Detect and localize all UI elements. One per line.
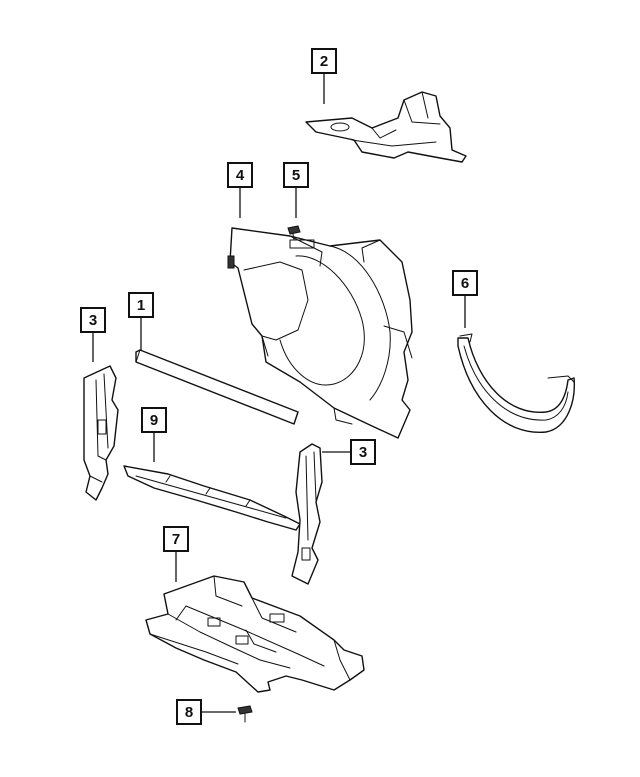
callout-4[interactable]: 4	[227, 162, 253, 188]
part-1-seal-strip	[135, 349, 299, 425]
part-8-push-pin	[237, 705, 253, 723]
callout-6[interactable]: 6	[452, 270, 478, 296]
callout-3-right[interactable]: 3	[350, 439, 376, 465]
leader-lines	[92, 74, 466, 713]
part-5-push-clip	[287, 225, 301, 241]
part-3-right-side-seal	[291, 443, 323, 585]
callout-2[interactable]: 2	[311, 48, 337, 74]
part-4-fan-shroud	[227, 227, 413, 439]
part-6-shroud-ring	[457, 333, 575, 433]
part-9-lower-baffle	[123, 465, 301, 531]
callout-7[interactable]: 7	[163, 526, 189, 552]
part-3-left-side-seal	[83, 365, 119, 501]
callout-3-left[interactable]: 3	[80, 307, 106, 333]
callout-1[interactable]: 1	[128, 292, 154, 318]
callout-9[interactable]: 9	[141, 407, 167, 433]
part-7-belly-pan	[145, 575, 365, 693]
callout-8[interactable]: 8	[176, 699, 202, 725]
part-2-upper-deflector	[305, 91, 467, 163]
callout-5[interactable]: 5	[283, 162, 309, 188]
